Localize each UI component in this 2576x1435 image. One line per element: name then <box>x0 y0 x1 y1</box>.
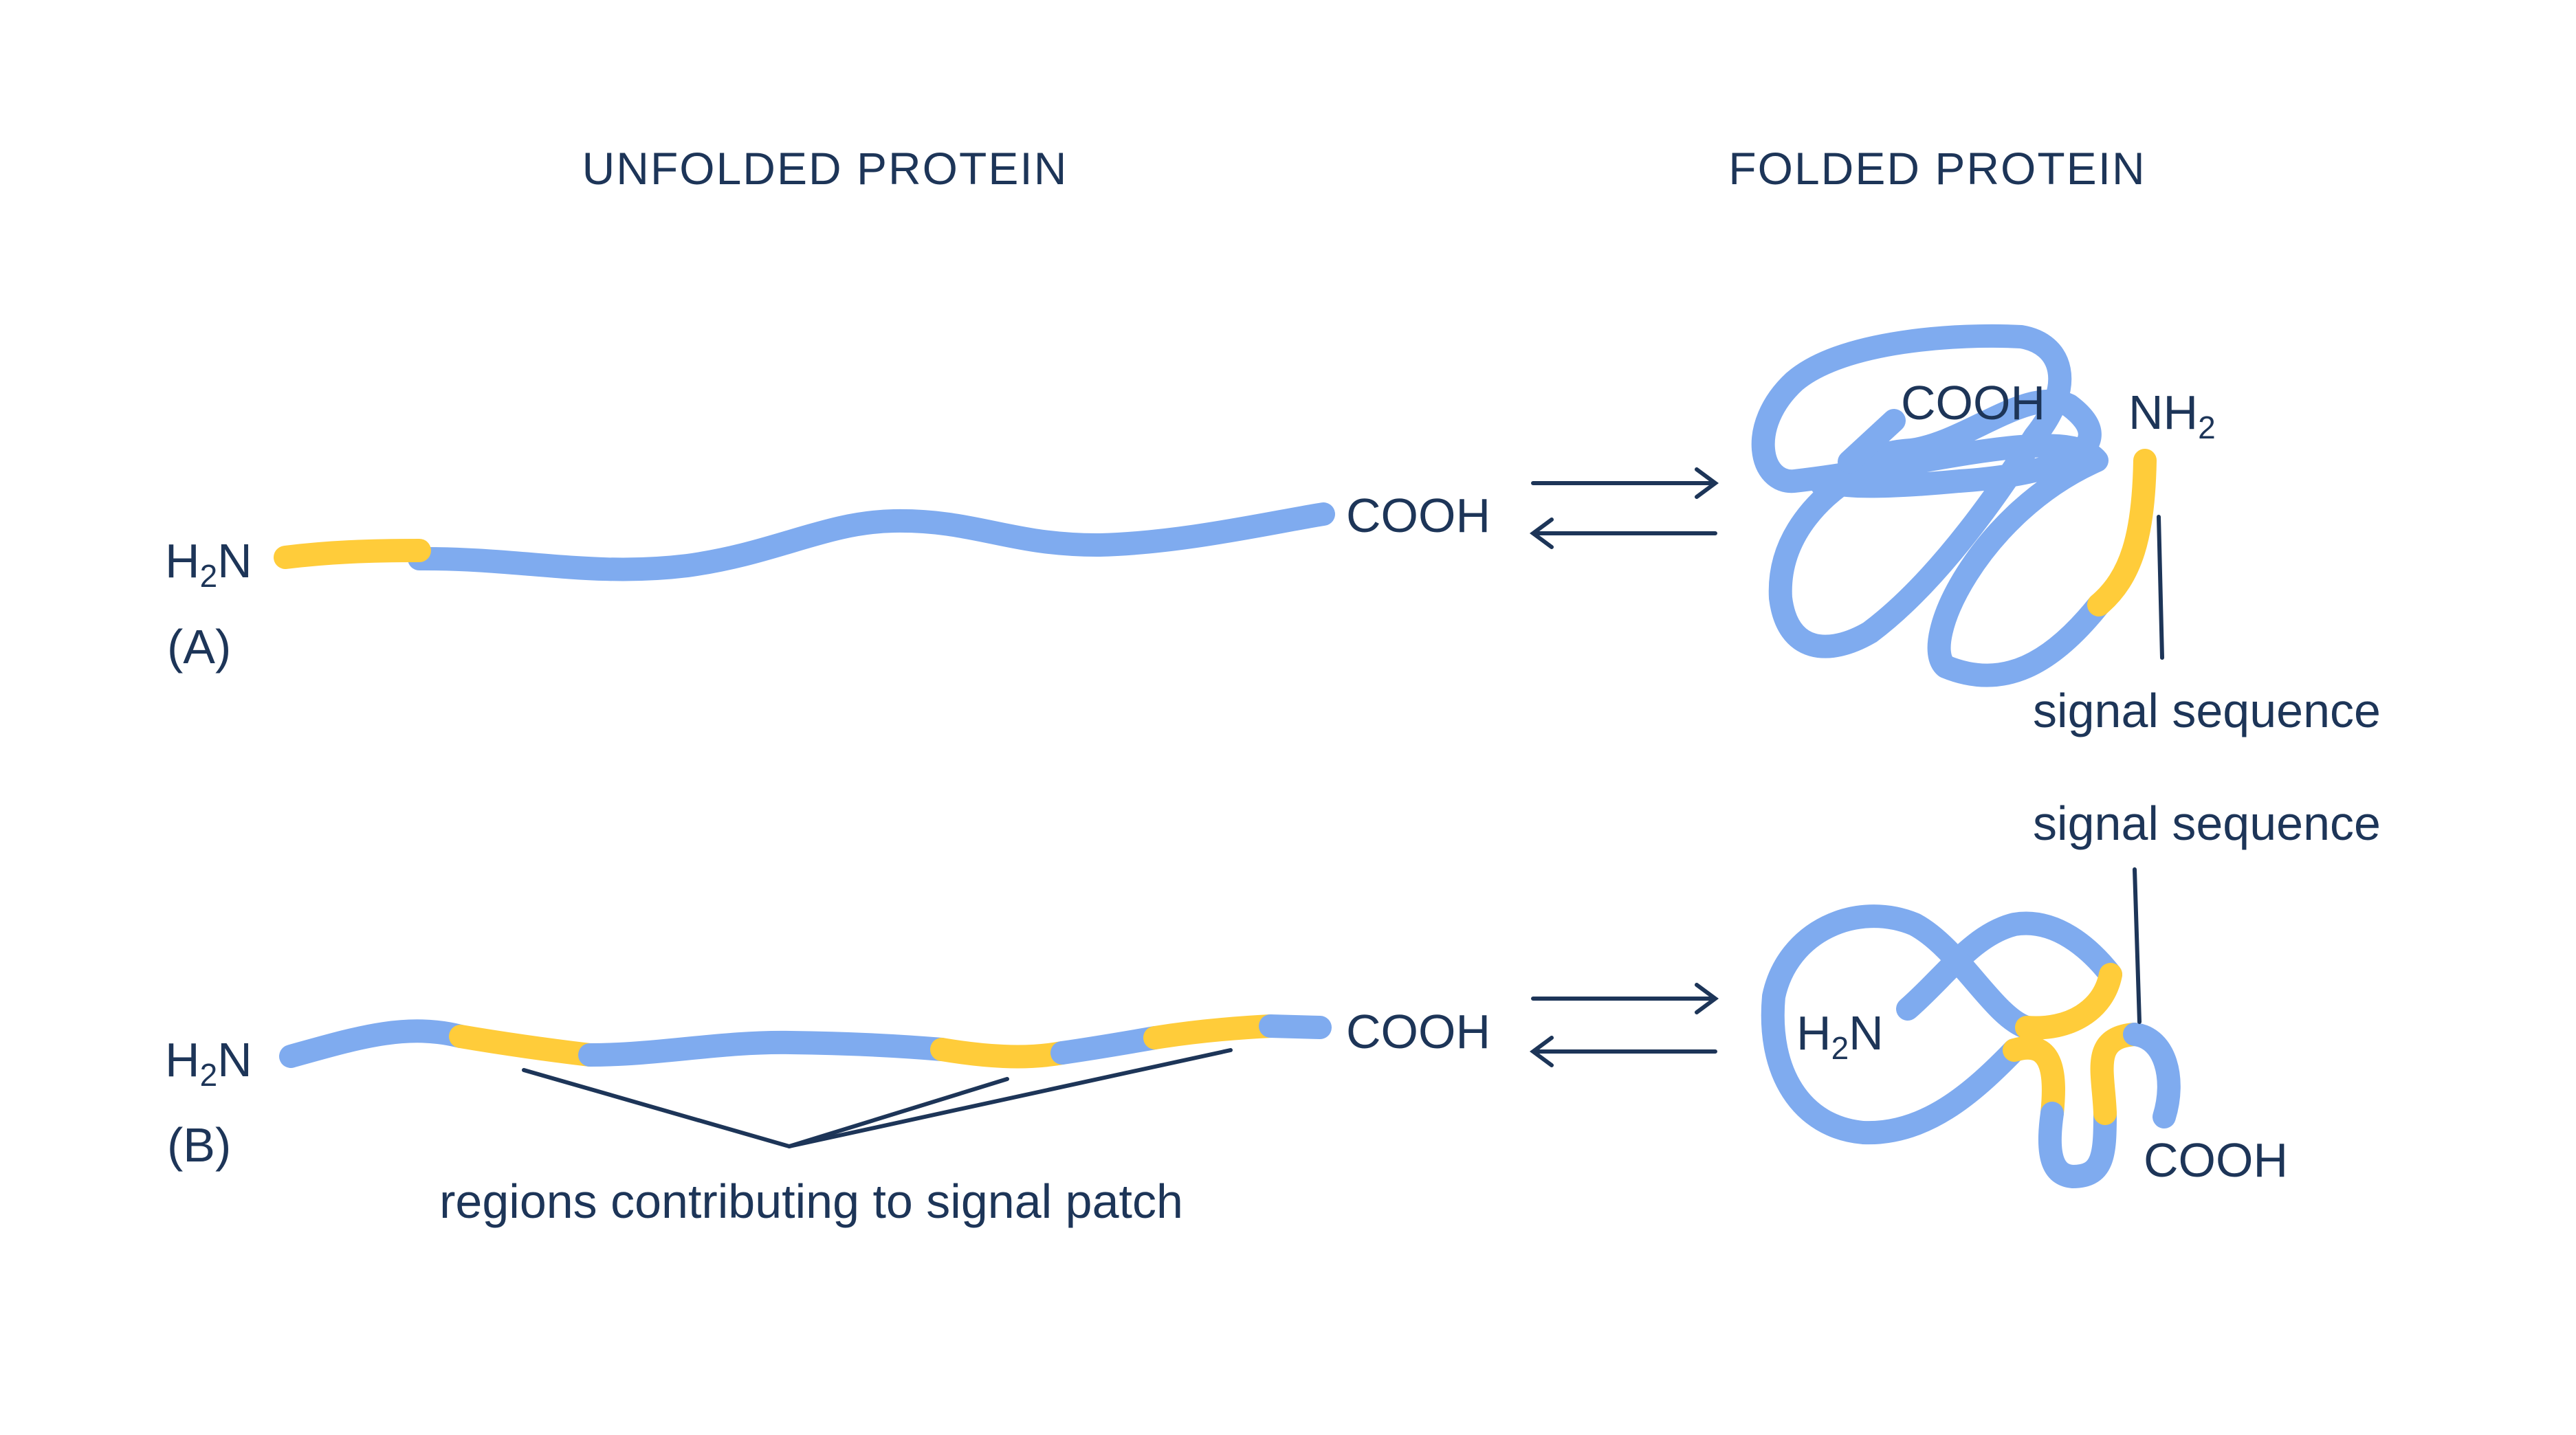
folded-chain <box>2038 1102 2117 1188</box>
folded-chain-end <box>2123 1023 2181 1128</box>
folded-chain <box>1896 911 2122 1021</box>
panel-a-unfolded-chain <box>274 502 1335 581</box>
signal-patch-segment <box>1143 1014 1282 1049</box>
signal-patch-pointer-lines <box>522 1048 1233 1148</box>
chain-segment <box>408 502 1335 581</box>
equilibrium-arrows-icon <box>1529 983 1719 1067</box>
panel-a-folded-protein <box>1751 324 2157 687</box>
signal-sequence-segment <box>2015 963 2122 1040</box>
panel-tag: (B) <box>167 1118 231 1172</box>
signal-patch-label: regions contributing to signal patch <box>439 1175 1183 1228</box>
signal-sequence-segment <box>2087 449 2157 616</box>
heading-folded: FOLDED PROTEIN <box>1728 143 2146 194</box>
n-terminus-label: NH2 <box>2128 386 2216 445</box>
n-terminus-label: H2N <box>165 534 252 594</box>
callout-line <box>2157 515 2164 660</box>
n-terminus-label: H2N <box>165 1033 252 1093</box>
signal-sequence-segment <box>2090 1023 2146 1125</box>
panel-tag: (A) <box>167 620 231 674</box>
chain-segment <box>578 1030 954 1067</box>
c-terminus-label: COOH <box>2144 1133 2288 1187</box>
signal-sequence-segment <box>2003 1036 2065 1125</box>
equilibrium-arrows-icon <box>1529 467 1719 549</box>
signal-sequence-label: signal sequence <box>2033 797 2381 850</box>
chain-segment <box>279 1019 472 1068</box>
folded-chain <box>1761 904 2038 1145</box>
signal-sequence-label: signal sequence <box>2033 684 2381 737</box>
panel-b-folded-protein <box>1761 904 2181 1188</box>
folded-chain <box>1751 324 2111 687</box>
panel-b-unfolded-chain <box>279 1014 1332 1069</box>
c-terminus-label: COOH <box>1346 1005 1490 1058</box>
signal-patch-segment <box>449 1025 602 1067</box>
c-terminus-label: COOH <box>1901 376 2045 430</box>
heading-unfolded: UNFOLDED PROTEIN <box>582 143 1068 194</box>
signal-patch-segment <box>930 1038 1074 1069</box>
signal-sequence-segment <box>274 539 431 569</box>
n-terminus-label: H2N <box>1796 1006 1884 1066</box>
chain-segment <box>1050 1026 1167 1065</box>
callout-line <box>2133 867 2142 1024</box>
folded-chain-end <box>1838 409 1906 474</box>
chain-segment <box>1259 1014 1332 1039</box>
c-terminus-label: COOH <box>1346 489 1490 542</box>
